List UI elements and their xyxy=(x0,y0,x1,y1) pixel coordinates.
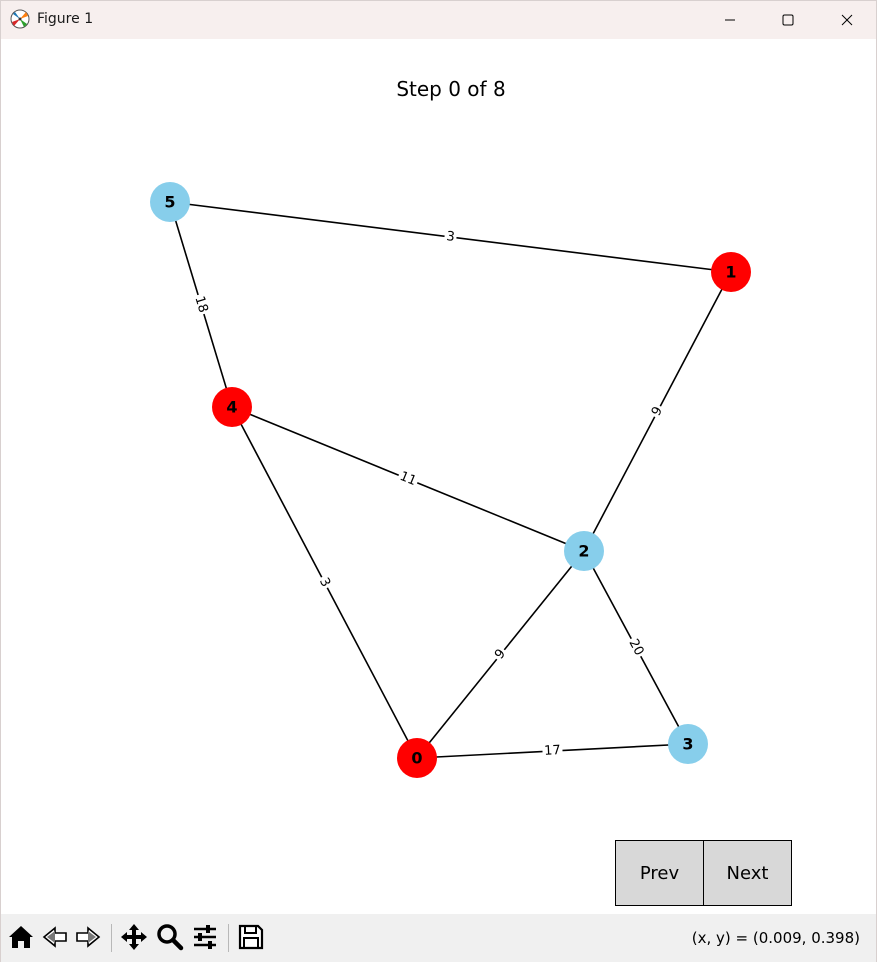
minimize-button[interactable] xyxy=(701,1,759,39)
close-button[interactable] xyxy=(818,1,876,39)
graph-node-4: 4 xyxy=(212,387,252,427)
save-icon[interactable] xyxy=(236,922,266,952)
navigation-toolbar: (x, y) = (0.009, 0.398) xyxy=(1,914,876,962)
configure-subplots-icon[interactable] xyxy=(190,922,220,952)
edge-label-background xyxy=(624,634,648,661)
edge-label-background xyxy=(190,292,212,317)
node-circle xyxy=(668,724,708,764)
edge-label-5-1: 3 xyxy=(443,228,458,246)
graph-node-2: 2 xyxy=(564,531,604,571)
edge-weight-label: 18 xyxy=(191,294,210,314)
graph-node-3: 3 xyxy=(668,724,708,764)
navigation-buttons: Prev Next xyxy=(615,840,792,906)
edge-label-4-0: 3 xyxy=(314,573,335,592)
cursor-coordinates: (x, y) = (0.009, 0.398) xyxy=(691,929,860,947)
next-button[interactable]: Next xyxy=(703,841,791,905)
edge-weight-label: 20 xyxy=(625,637,646,659)
node-circle xyxy=(564,531,604,571)
edge-label-2-3: 20 xyxy=(624,634,648,661)
edge-label-2-0: 9 xyxy=(490,644,511,665)
maximize-icon xyxy=(782,14,794,26)
graph-node-1: 1 xyxy=(711,252,751,292)
node-circle xyxy=(150,182,190,222)
edge-label-4-2: 11 xyxy=(395,467,421,491)
edge-label-background xyxy=(443,228,458,246)
title-bar[interactable]: Figure 1 xyxy=(1,1,876,39)
edge-label-background xyxy=(542,742,563,760)
close-icon xyxy=(841,14,853,26)
toolbar-separator xyxy=(228,924,229,952)
graph-node-0: 0 xyxy=(397,738,437,778)
matplotlib-app-icon xyxy=(10,9,30,29)
node-label: 5 xyxy=(164,193,175,212)
node-label: 1 xyxy=(725,263,736,282)
edge-label-background xyxy=(647,402,668,421)
back-icon[interactable] xyxy=(40,922,70,952)
maximize-button[interactable] xyxy=(759,1,817,39)
prev-button[interactable]: Prev xyxy=(616,841,703,905)
home-icon[interactable] xyxy=(6,922,36,952)
node-circle xyxy=(397,738,437,778)
node-label: 3 xyxy=(682,735,693,754)
zoom-icon[interactable] xyxy=(155,922,185,952)
node-circle xyxy=(212,387,252,427)
node-label: 4 xyxy=(226,398,237,417)
minimize-icon xyxy=(724,14,736,26)
toolbar-separator xyxy=(111,924,112,952)
edge-label-background xyxy=(314,573,335,592)
node-circle xyxy=(711,252,751,292)
figure-canvas[interactable]: 3 18 9 11 3 9 20 17 0 1 2 3 4 5 xyxy=(1,39,876,914)
edge-weight-label: 3 xyxy=(445,229,455,245)
edge-label-background xyxy=(395,467,421,491)
node-label: 0 xyxy=(411,749,422,768)
edge-weight-label: 11 xyxy=(398,469,419,489)
forward-icon[interactable] xyxy=(73,922,103,952)
graph-plot: 3 18 9 11 3 9 20 17 0 1 2 3 4 5 xyxy=(150,182,751,778)
edge-label-1-2: 9 xyxy=(647,402,668,421)
window-title: Figure 1 xyxy=(37,11,94,27)
edge-label-0-3: 17 xyxy=(542,742,563,760)
edge-weight-label: 17 xyxy=(544,743,561,759)
graph-node-5: 5 xyxy=(150,182,190,222)
edge-label-background xyxy=(490,644,511,665)
figure-title: Step 0 of 8 xyxy=(396,77,506,101)
edge-label-5-4: 18 xyxy=(190,292,212,317)
pan-icon[interactable] xyxy=(119,922,149,952)
node-label: 2 xyxy=(578,542,589,561)
